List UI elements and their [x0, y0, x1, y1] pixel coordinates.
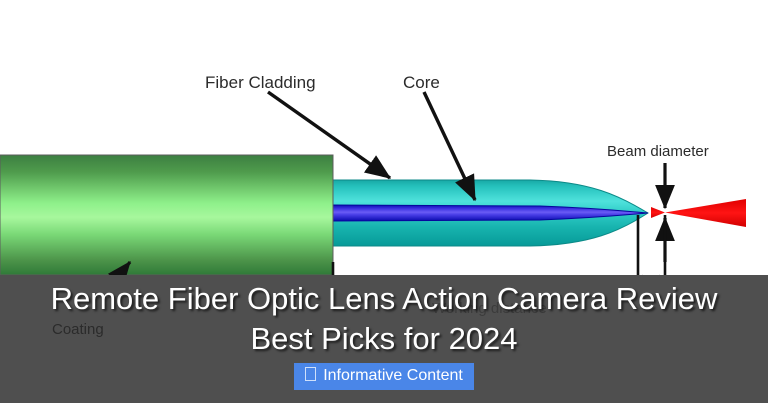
label-core: Core [403, 73, 440, 92]
badge-container: Informative Content [0, 363, 768, 390]
blue-core [329, 204, 649, 222]
missing-glyph-box-icon [305, 367, 317, 381]
label-beam-diameter: Beam diameter [607, 143, 709, 160]
badge-label: Informative Content [323, 367, 463, 384]
label-fiber-cladding: Fiber Cladding [205, 73, 316, 92]
label-working-distance: Working distance [432, 300, 547, 317]
laser-beam [651, 199, 746, 227]
label-coating: Coating [52, 321, 104, 338]
cladding-arrow [267, 90, 392, 180]
informative-content-badge[interactable]: Informative Content [294, 363, 474, 390]
coating-cylinder [0, 154, 334, 276]
core-arrow [422, 91, 477, 202]
